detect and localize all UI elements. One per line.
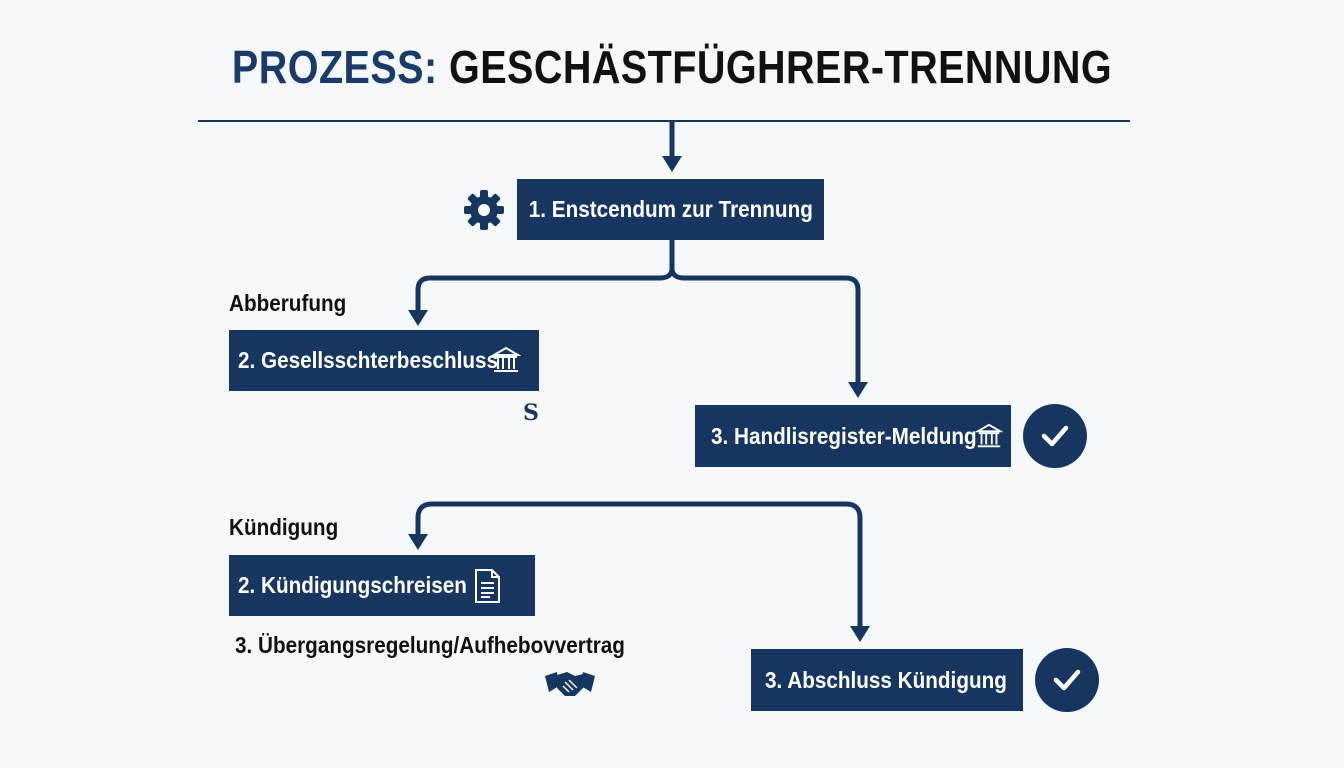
gear-icon <box>462 188 506 232</box>
bank-icon <box>974 422 1004 450</box>
node-handelsregister-label: 3. Handlisregister-Meldung <box>711 422 977 449</box>
node-gesellschafterbeschluss: 2. Gesellsschterbeschluss <box>229 330 539 391</box>
arrowhead-to-register <box>848 382 868 398</box>
check-icon <box>1023 404 1087 468</box>
arrowhead-title-to-start <box>662 156 682 172</box>
node-abschluss-kuendigung: 3. Abschluss Kündigung <box>751 649 1023 711</box>
node-gesellschafterbeschluss-label: 2. Gesellsschterbeschluss <box>238 347 499 373</box>
page-title: PROZESS: GESCHÄSTFÜGHRER-TRENNUNG <box>94 40 1250 94</box>
connector-kuendigung-to-close <box>415 501 863 628</box>
node-start: 1. Enstcendum zur Trennung <box>517 179 824 240</box>
handshake-icon <box>543 666 597 702</box>
connector-start-to-register <box>669 267 861 386</box>
arrowhead-to-kuendigung-letter <box>408 534 428 550</box>
bank-icon <box>490 345 522 375</box>
title-prefix: PROZESS: <box>231 41 438 93</box>
node-kuendigungsschreiben-label: 2. Kündigungschreisen <box>238 572 467 598</box>
document-icon <box>473 568 501 604</box>
node-kuendigungsschreiben: 2. Kündigungschreisen <box>229 555 535 616</box>
node-handelsregister: 3. Handlisregister-Meldung <box>695 405 1011 467</box>
arrowhead-to-abberufung <box>408 310 428 326</box>
check-icon <box>1035 648 1099 712</box>
connector-start-to-abberufung <box>415 267 675 316</box>
arrowhead-to-kuendigung-close <box>850 626 870 642</box>
title-main: GESCHÄSTFÜGHRER-TRENNUNG <box>449 41 1113 93</box>
branch-label-abberufung: Abberufung <box>229 290 347 316</box>
branch-label-kuendigung: Kündigung <box>229 514 339 540</box>
stray-glyph: S <box>523 400 539 426</box>
transition-text: 3. Übergangsregelung/Aufhebovvertrag <box>235 632 625 658</box>
node-start-label: 1. Enstcendum zur Trennung <box>528 196 813 222</box>
node-abschluss-kuendigung-label: 3. Abschluss Kündigung <box>765 666 1007 693</box>
